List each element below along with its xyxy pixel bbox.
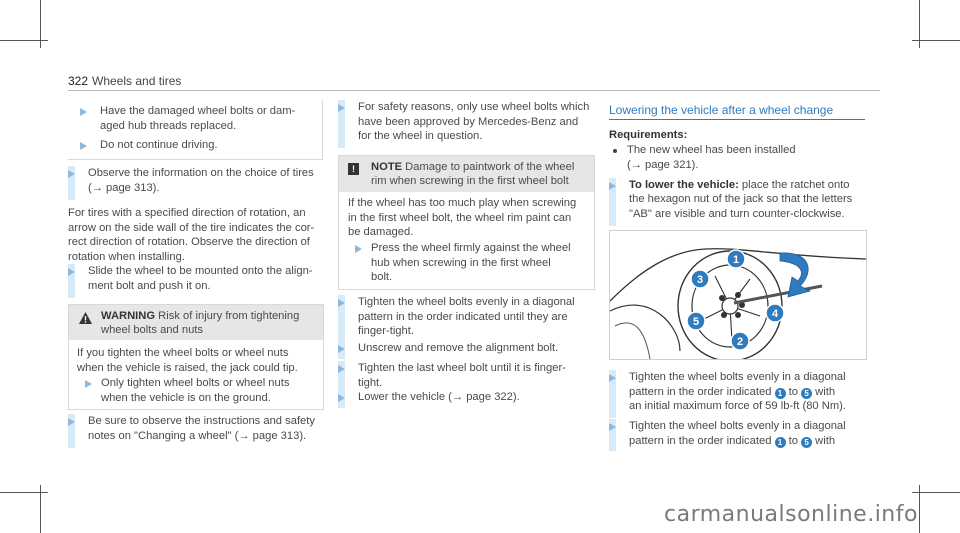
step-arrow-icon — [338, 104, 345, 112]
note-item: Press the wheel firmly against the wheel… — [371, 242, 571, 284]
bullet-arrow-icon — [80, 142, 87, 150]
step-text: Be sure to observe the instructions and … — [88, 415, 315, 442]
step-text: Observe the information on the choice of… — [88, 167, 314, 194]
figure-number-2: 2 — [737, 336, 743, 348]
list-item: Do not continue driving. — [100, 139, 218, 151]
step-text: Lower the vehicle (→ page 322). — [358, 391, 520, 403]
step-text: Tighten the wheel bolts evenly in a diag… — [629, 420, 846, 448]
step-bar — [68, 166, 75, 200]
page-header-title: Wheels and tires — [92, 74, 182, 88]
note-icon: ! — [348, 163, 359, 175]
step-text: Tighten the wheel bolts evenly in a diag… — [358, 296, 575, 338]
step-arrow-icon — [68, 170, 75, 178]
step-bar — [338, 100, 345, 148]
step-bar — [609, 419, 616, 451]
wheel-figure: 1 2 3 4 5 — [609, 230, 867, 360]
note-box — [338, 155, 595, 290]
warning-label: WARNING — [101, 310, 156, 322]
bullet-dot-icon — [613, 149, 617, 153]
step-text: Slide the wheel to be mounted onto the a… — [88, 265, 313, 292]
step-text: For safety reasons, only use wheel bolts… — [358, 101, 590, 143]
bullet-arrow-icon — [355, 245, 362, 253]
step-bar — [68, 264, 75, 298]
bullet-arrow-icon — [80, 108, 87, 116]
note-header — [339, 156, 594, 192]
step-text: Tighten the wheel bolts evenly in a diag… — [629, 371, 846, 413]
note-headline-line2: rim when screwing in the first wheel bol… — [371, 175, 569, 187]
figure-number-4: 4 — [772, 308, 779, 320]
step-bar — [338, 361, 345, 393]
section-title: Lowering the vehicle after a wheel chang… — [609, 103, 834, 117]
step-bar — [338, 295, 345, 343]
list-container — [68, 100, 323, 160]
step-arrow-icon — [609, 182, 616, 190]
step-arrow-icon — [609, 374, 616, 382]
step-bar — [609, 178, 616, 226]
circle-number-icon: 1 — [774, 387, 786, 399]
circle-number-icon: 1 — [774, 436, 786, 448]
step-arrow-icon — [338, 394, 345, 402]
circle-number-icon: 5 — [801, 436, 813, 448]
lower-label: To lower the vehicle: — [629, 179, 739, 191]
warning-body: If you tighten the wheel bolts or wheel … — [77, 347, 298, 374]
figure-number-1: 1 — [733, 254, 739, 266]
bullet-arrow-icon — [85, 380, 92, 388]
step-bar — [68, 414, 75, 448]
step-text: To lower the vehicle: place the ratchet … — [629, 179, 850, 191]
step-arrow-icon — [68, 268, 75, 276]
note-body: If the wheel has too much play when scre… — [348, 197, 577, 239]
warning-headline-line2: wheel bolts and nuts — [101, 324, 203, 336]
page-number: 322 — [68, 74, 89, 88]
step-text: Tighten the last wheel bolt until it is … — [358, 362, 566, 389]
requirement-item: The new wheel has been installed (→ page… — [627, 144, 796, 171]
header-divider — [68, 90, 880, 91]
warning-box — [68, 304, 324, 410]
requirements-label: Requirements: — [609, 129, 688, 141]
warning-header — [69, 305, 323, 340]
list-item: Have the damaged wheel bolts or dam- age… — [100, 105, 296, 132]
watermark: carmanualsonline.info — [664, 502, 918, 527]
step-bar — [609, 370, 616, 418]
step-arrow-icon — [338, 365, 345, 373]
step-arrow-icon — [338, 345, 345, 353]
paragraph: For tires with a specified direction of … — [68, 207, 315, 263]
circle-number-icon: 5 — [801, 387, 813, 399]
warning-headline: WARNING Risk of injury from tightening — [101, 310, 300, 322]
step-text-cont: the hexagon nut of the jack so that the … — [629, 193, 853, 220]
step-text: Unscrew and remove the alignment bolt. — [358, 342, 559, 354]
step-arrow-icon — [338, 299, 345, 307]
wheel-illustration: 1 2 3 4 5 — [610, 248, 866, 359]
warning-icon — [79, 311, 92, 329]
section-title-underline — [609, 119, 865, 120]
note-headline: NOTE Damage to paintwork of the wheel — [371, 161, 575, 173]
step-arrow-icon — [609, 423, 616, 431]
note-label: NOTE — [371, 161, 403, 173]
warning-item: Only tighten wheel bolts or wheel nuts w… — [101, 377, 290, 404]
figure-number-3: 3 — [697, 274, 703, 286]
step-arrow-icon — [68, 418, 75, 426]
figure-number-5: 5 — [693, 316, 699, 328]
